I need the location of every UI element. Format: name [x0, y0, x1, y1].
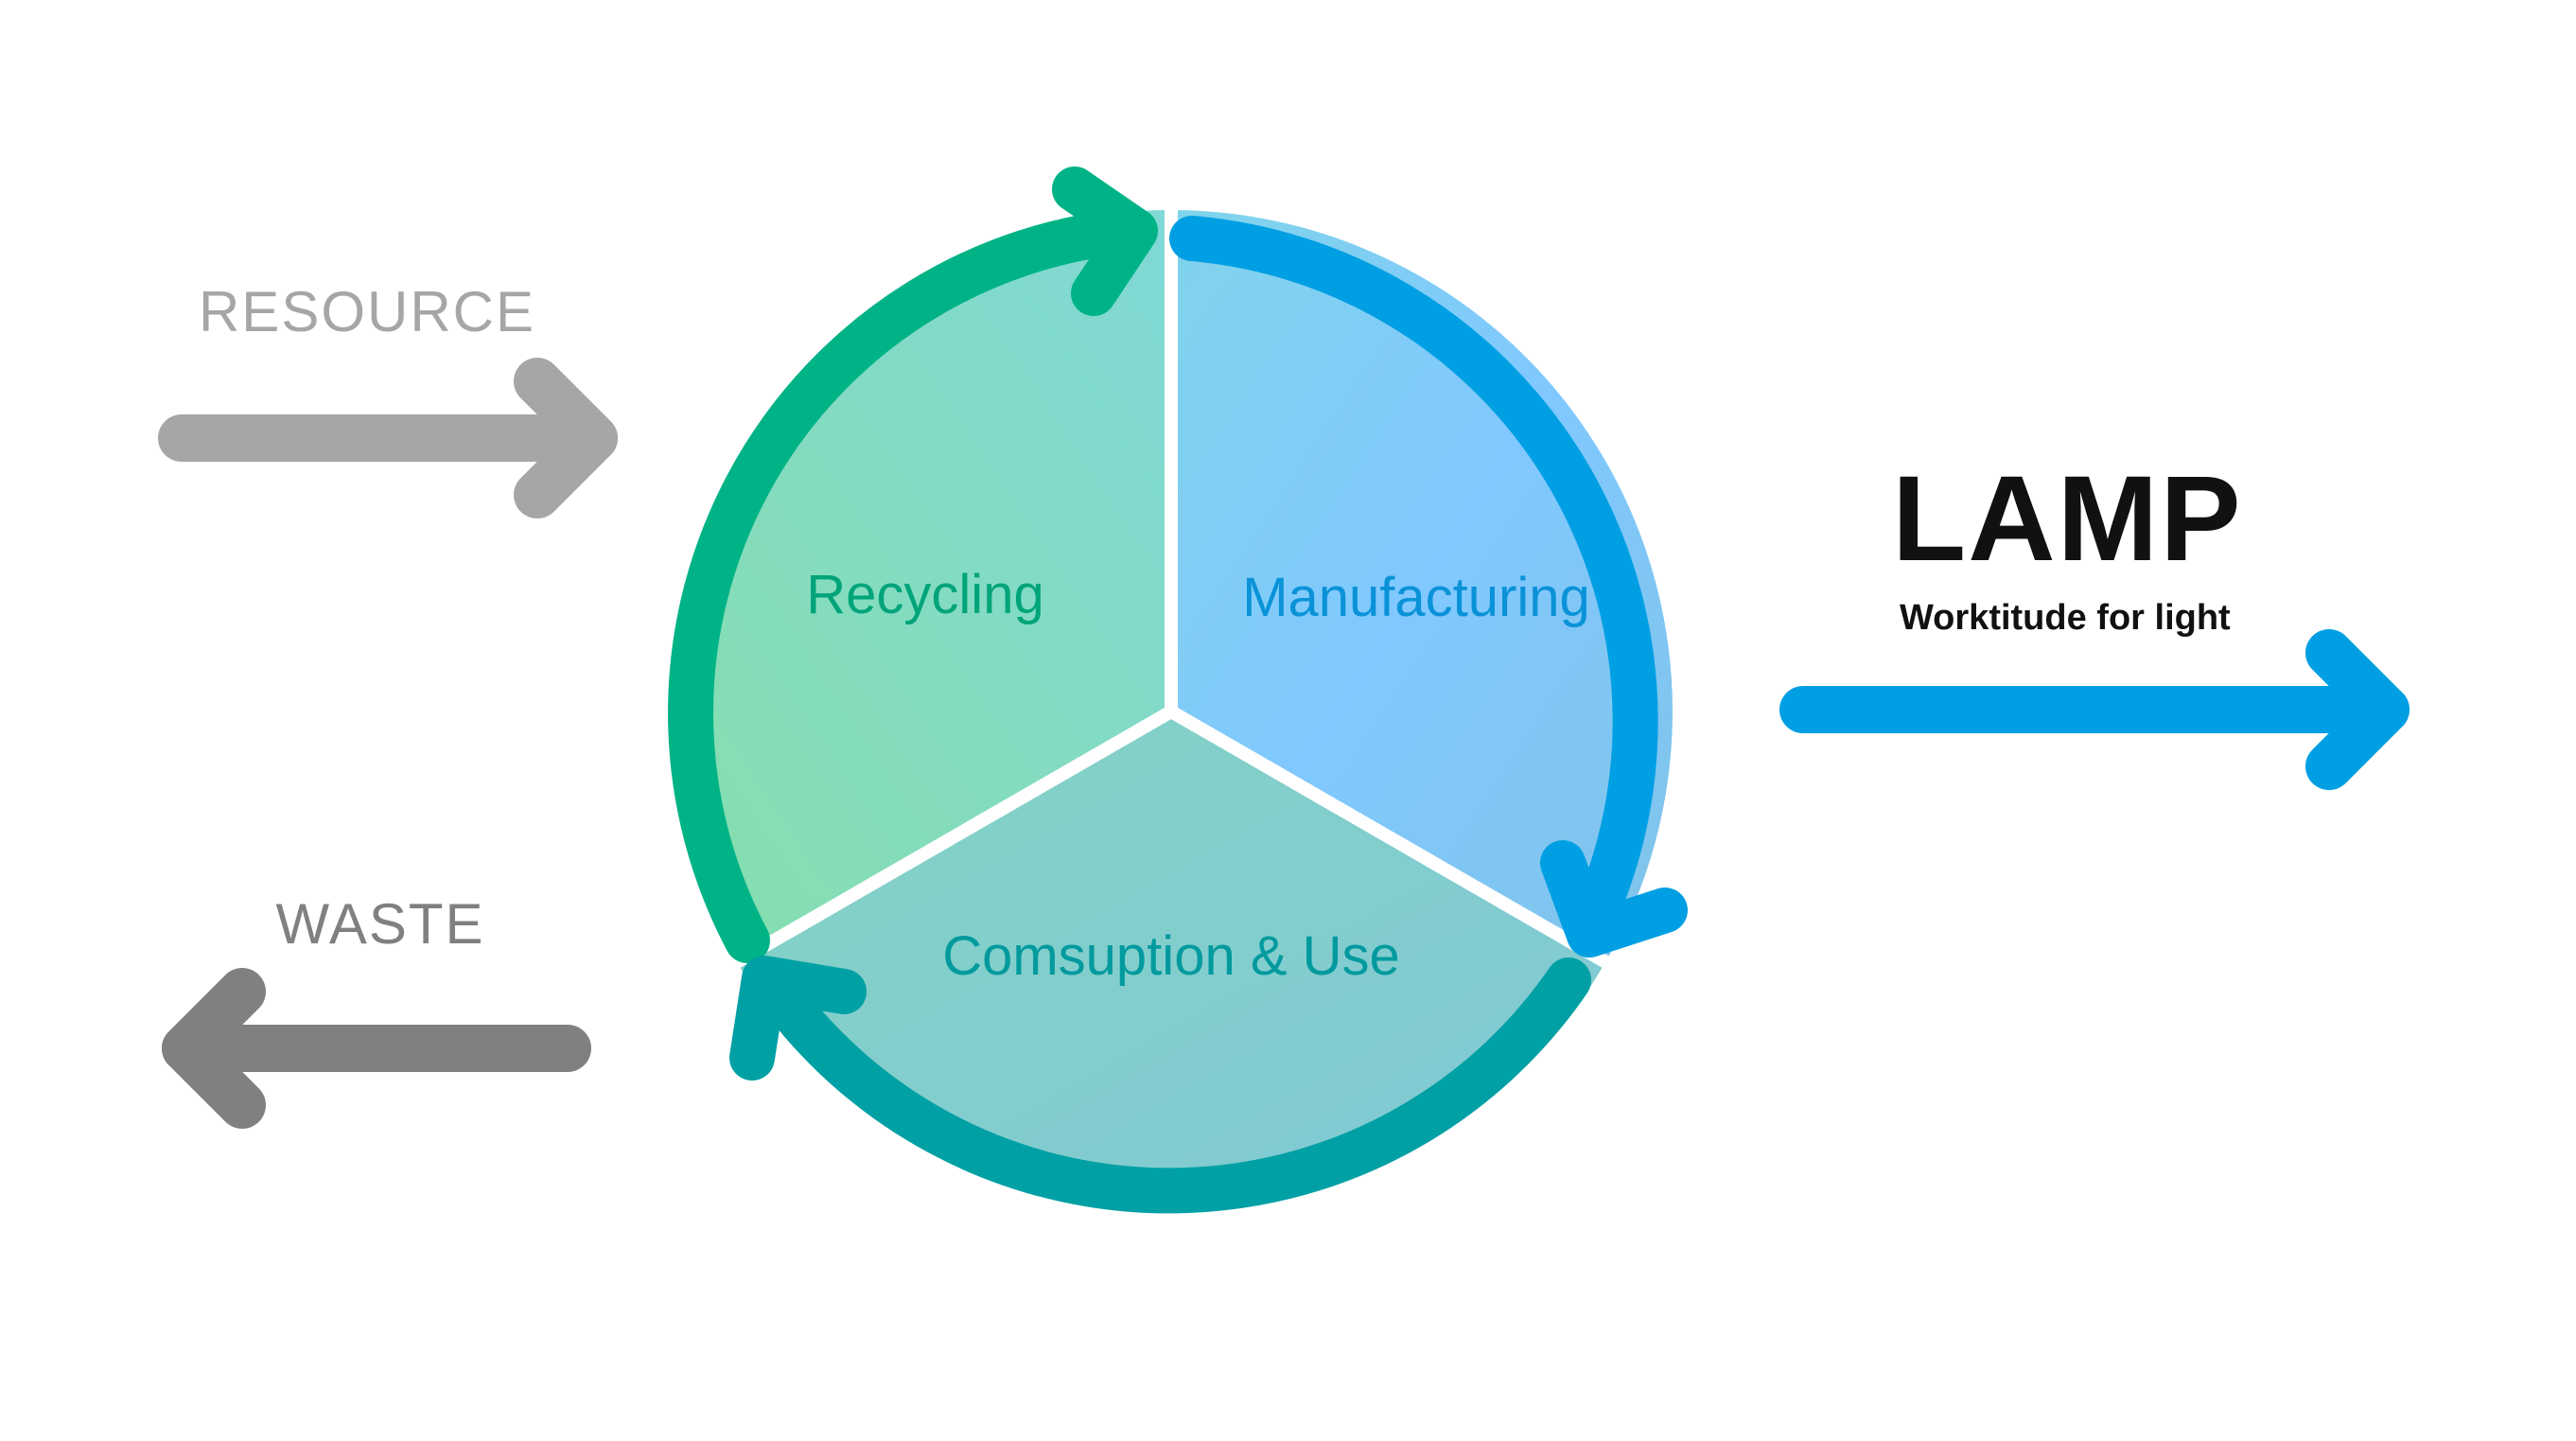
resource-label: RESOURCE	[199, 280, 535, 343]
resource-arrowhead	[514, 358, 618, 518]
sector-dividers	[723, 199, 1620, 975]
lamp-logo-wordmark: LAMP	[1892, 451, 2243, 587]
lamp-logo-tagline: Worktitude for light	[1900, 598, 2231, 638]
output-arrowhead	[2305, 629, 2410, 790]
waste-label: WASTE	[275, 892, 484, 956]
lamp-logo: LAMP Worktitude for light	[1892, 451, 2243, 638]
recycling-arrowhead	[1052, 167, 1158, 316]
consumption-cycle-arrow	[755, 958, 1591, 1214]
manufacturing-cycle-arrow	[1169, 216, 1658, 950]
output-arrow-group	[1779, 629, 2410, 790]
recycling-cycle-arrow	[668, 208, 1150, 963]
resource-input: RESOURCE	[158, 280, 618, 518]
manufacturing-sector	[1171, 210, 1674, 962]
waste-arrowhead	[162, 968, 266, 1129]
manufacturing-label: Manufacturing	[1242, 567, 1590, 628]
consumption-label: Comsuption & Use	[942, 925, 1400, 987]
manufacturing-arrowhead	[1540, 840, 1688, 958]
consumption-arrowhead	[729, 956, 867, 1081]
cycle-wheel	[669, 199, 1674, 1214]
waste-output: WASTE	[162, 892, 591, 1129]
recycling-label: Recycling	[806, 564, 1043, 625]
